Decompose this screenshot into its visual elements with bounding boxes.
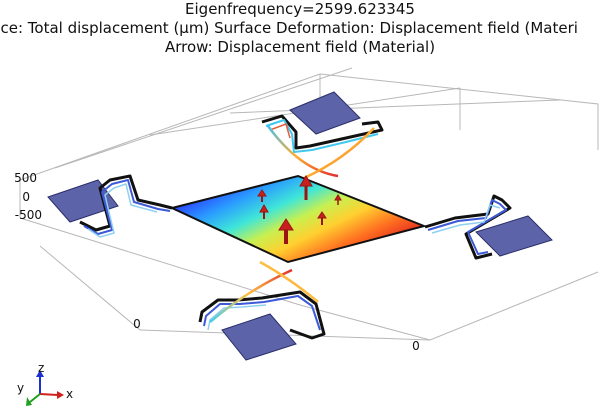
displacement-arrows — [257, 175, 342, 244]
top-spring — [261, 114, 384, 153]
plot-subtitle-surface: face: Total displacement (μm) Surface De… — [0, 19, 578, 37]
x-tick-label: 0 — [133, 317, 141, 331]
proof-mass-surface — [169, 174, 428, 264]
bottom-spring — [198, 290, 326, 340]
z-tick-label: 500 — [14, 171, 37, 185]
arrow-marker — [317, 211, 327, 225]
z-tick-label: 0 — [22, 190, 30, 204]
z-tick-label: -500 — [15, 208, 42, 222]
flexure-fibers — [209, 125, 375, 323]
arrow-marker — [278, 218, 294, 244]
triad-x-label: x — [66, 387, 73, 401]
top-anchor-pad — [289, 91, 361, 135]
triad-y-label: y — [17, 381, 24, 395]
right-anchor-pad — [475, 215, 553, 257]
right-spring — [424, 194, 512, 260]
arrow-marker — [259, 203, 269, 219]
plot-subtitle-arrow: Arrow: Displacement field (Material) — [164, 38, 436, 56]
bottom-anchor-pad — [221, 313, 297, 361]
arrow-marker — [334, 194, 342, 205]
left-spring — [79, 174, 173, 238]
arrow-marker — [257, 189, 267, 202]
y-tick-label: 0 — [412, 339, 420, 353]
arrow-marker — [299, 175, 313, 200]
triad-z-label: z — [38, 361, 44, 375]
axis-triad: z y x — [17, 361, 73, 406]
plot-title-eigenfrequency: Eigenfrequency=2599.623345 — [185, 0, 415, 18]
z-axis-ticks: 500 0 -500 — [14, 171, 42, 222]
